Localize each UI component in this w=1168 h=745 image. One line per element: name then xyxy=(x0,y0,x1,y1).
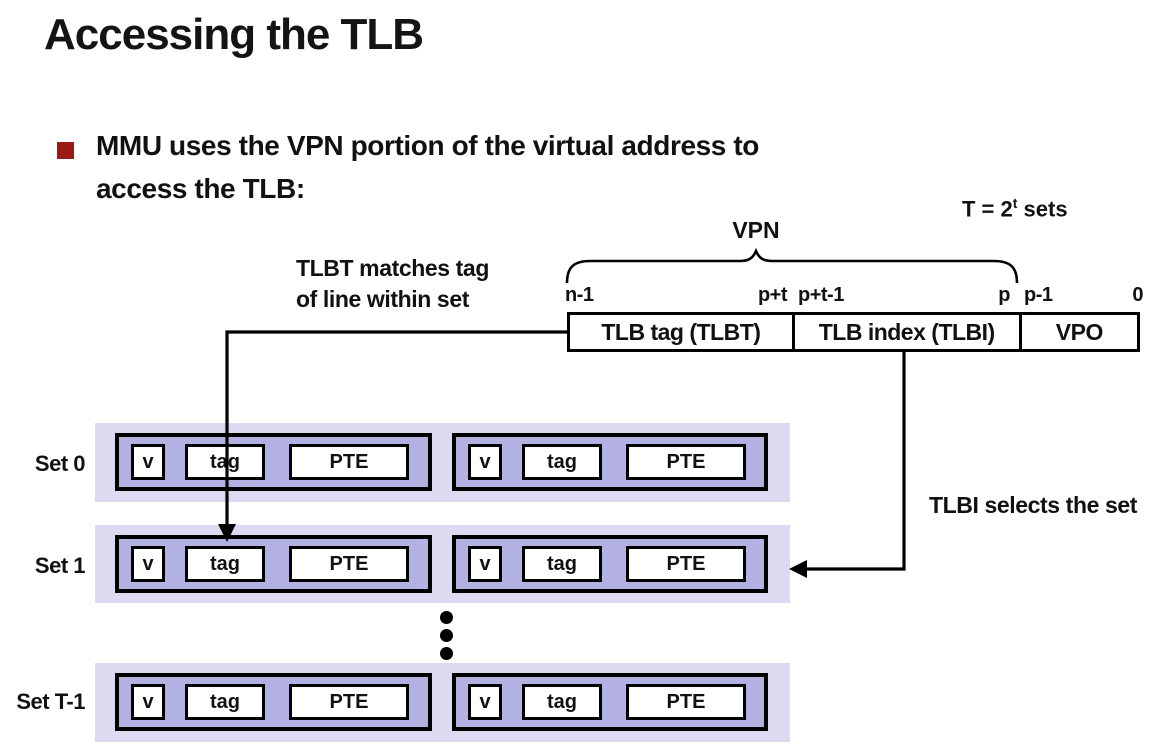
pte-cell: PTE xyxy=(626,684,746,720)
set1-label: Set 1 xyxy=(34,553,86,578)
tlbi-annotation: TLBI selects the set xyxy=(929,492,1138,518)
setT-1-line1: v tag PTE xyxy=(452,673,768,731)
vpn-brace xyxy=(565,247,1019,284)
vpn-label: VPN xyxy=(732,217,780,243)
setT-1-label: Set T-1 xyxy=(16,689,85,714)
set1-row: v tag PTE v tag PTE xyxy=(95,525,790,603)
bit-labels-tlbi: p+t-1 p xyxy=(798,284,1010,307)
pte-cell: PTE xyxy=(289,444,409,480)
valid-bit-cell: v xyxy=(131,444,165,480)
left-arrowhead-icon xyxy=(789,560,807,578)
page-title: Accessing the TLB xyxy=(44,10,424,59)
vertical-ellipsis-icon xyxy=(440,611,453,660)
valid-bit-cell: v xyxy=(131,546,165,582)
ellipsis-dot xyxy=(440,647,453,660)
bit-label-p-plus-t: p+t xyxy=(757,284,788,306)
set1-line1: v tag PTE xyxy=(452,535,768,593)
ellipsis-dot xyxy=(440,611,453,624)
bullet-text-line1: MMU uses the VPN portion of the virtual … xyxy=(96,130,759,161)
bullet-text-line2: access the TLB: xyxy=(96,173,305,204)
bit-labels-vpo: p-1 0 xyxy=(1024,284,1143,307)
bit-labels-tlbt: n-1 p+t xyxy=(565,284,788,307)
valid-bit-cell: v xyxy=(468,546,502,582)
setT-1-row: v tag PTE v tag PTE xyxy=(95,663,790,742)
bullet-text: MMU uses the VPN portion of the virtual … xyxy=(96,124,759,210)
tlbt-annotation-line2: of line within set xyxy=(296,286,469,312)
sets-note-superscript: t xyxy=(1012,195,1018,211)
bit-label-n-1: n-1 xyxy=(565,284,594,306)
ellipsis-dot xyxy=(440,629,453,642)
bit-label-p-1: p-1 xyxy=(1024,284,1053,306)
pte-cell: PTE xyxy=(626,546,746,582)
sets-count-note: T = 2t sets xyxy=(962,195,1068,222)
valid-bit-cell: v xyxy=(468,684,502,720)
pte-cell: PTE xyxy=(626,444,746,480)
valid-bit-cell: v xyxy=(468,444,502,480)
set1-line0: v tag PTE xyxy=(115,535,432,593)
set0-row: v tag PTE v tag PTE xyxy=(95,423,790,502)
tlbi-arrow-line xyxy=(805,352,906,571)
set0-label: Set 0 xyxy=(34,451,86,476)
tlbt-annotation: TLBT matches tag of line within set xyxy=(296,253,489,315)
pte-cell: PTE xyxy=(289,546,409,582)
sets-note-prefix: T = 2 xyxy=(962,196,1013,222)
tag-cell: tag xyxy=(522,546,602,582)
tlb-index-field: TLB index (TLBI) xyxy=(791,315,1019,349)
tlb-tag-field: TLB tag (TLBT) xyxy=(601,318,761,345)
tag-cell: tag xyxy=(185,546,265,582)
tag-cell: tag xyxy=(185,444,265,480)
pte-cell: PTE xyxy=(289,684,409,720)
bit-label-0: 0 xyxy=(1132,284,1143,306)
bit-label-p-plus-t-1: p+t-1 xyxy=(798,284,844,306)
bullet-marker-icon xyxy=(57,142,74,159)
valid-bit-cell: v xyxy=(131,684,165,720)
bit-label-p: p xyxy=(998,284,1010,306)
tag-cell: tag xyxy=(522,444,602,480)
tag-cell: tag xyxy=(185,684,265,720)
vpo-field: VPO xyxy=(1018,315,1137,349)
set0-line0: v tag PTE xyxy=(115,433,432,491)
setT-1-line0: v tag PTE xyxy=(115,673,432,731)
sets-note-suffix: sets xyxy=(1017,196,1068,222)
tag-cell: tag xyxy=(522,684,602,720)
tlbt-annotation-line1: TLBT matches tag xyxy=(296,255,489,281)
set0-line1: v tag PTE xyxy=(452,433,768,491)
virtual-address-box: TLB tag (TLBT) TLB index (TLBI) VPO xyxy=(567,312,1140,352)
